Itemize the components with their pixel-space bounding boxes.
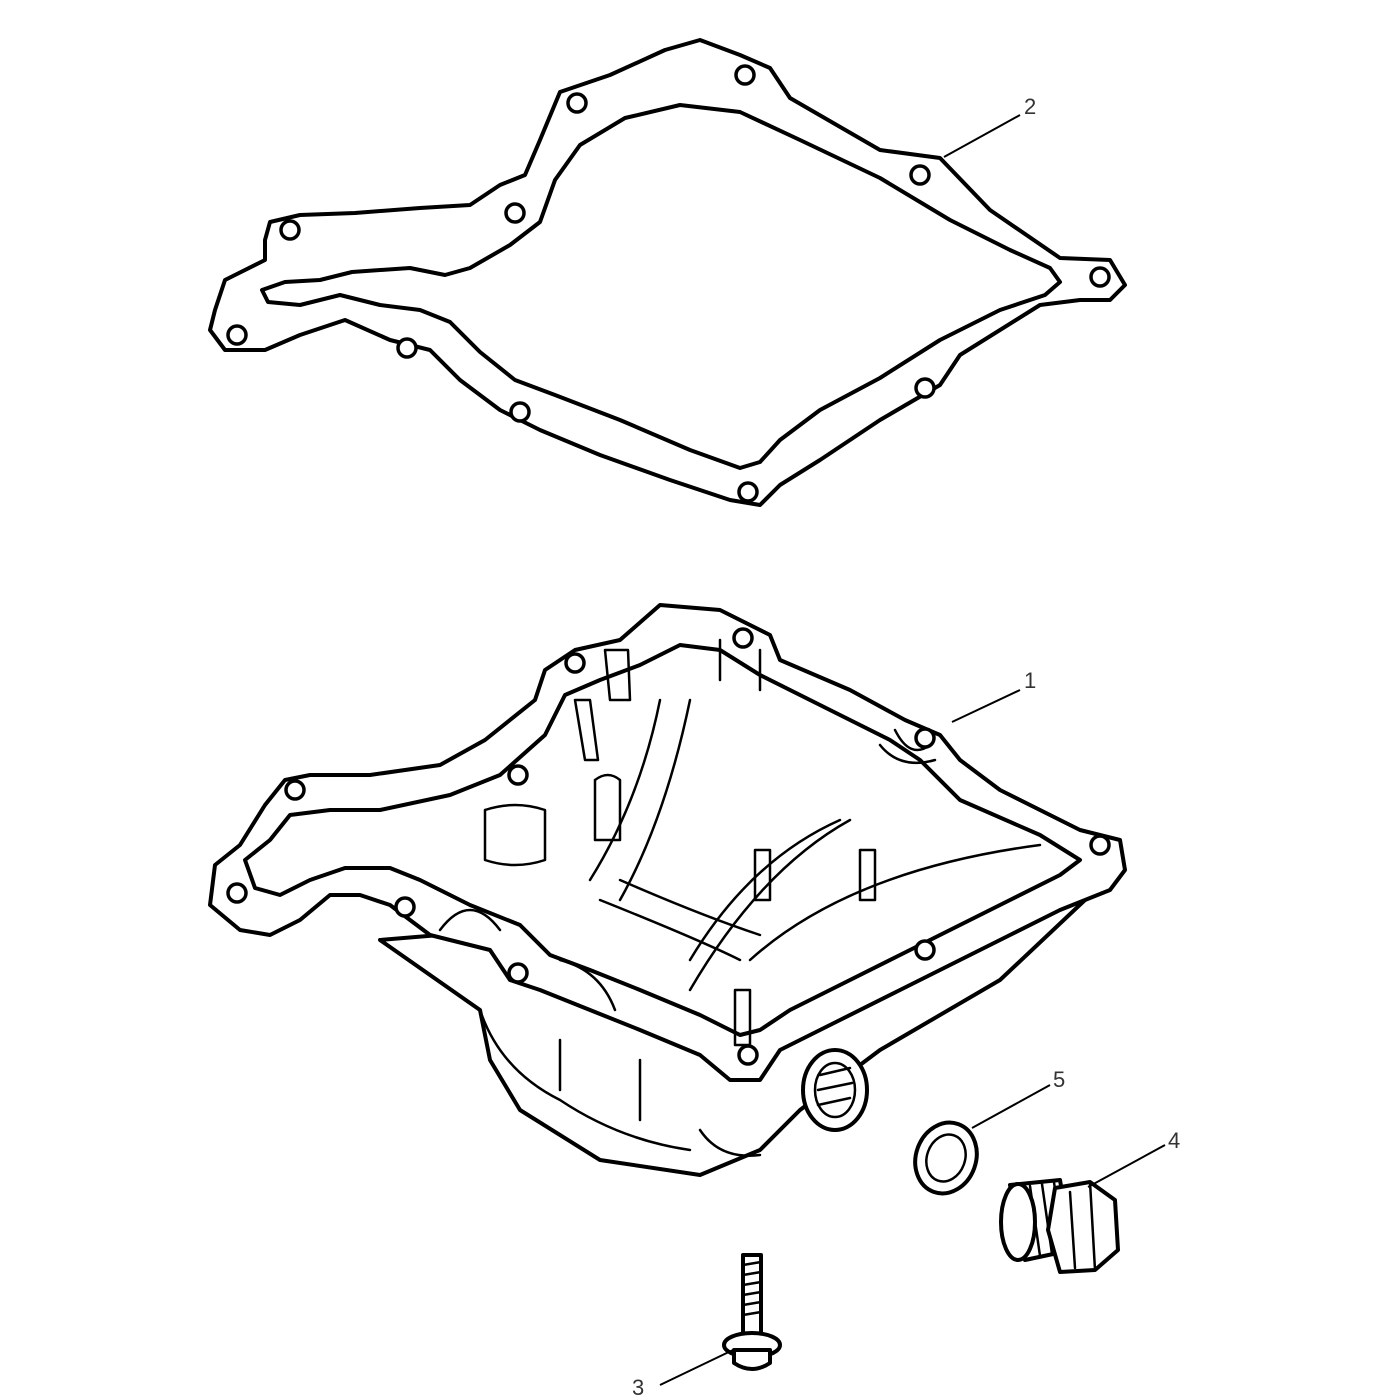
callout-group-4: 4 bbox=[1087, 1128, 1180, 1188]
callout-label-3: 3 bbox=[632, 1375, 644, 1400]
callout-group-5: 5 bbox=[971, 1067, 1065, 1129]
bolt-part-3 bbox=[722, 1253, 782, 1371]
leader-line-4 bbox=[1087, 1144, 1166, 1188]
sealing-washer-part-5 bbox=[913, 1120, 979, 1196]
callout-group-1: 1 bbox=[951, 668, 1036, 723]
drain-plug-part-4 bbox=[999, 1178, 1120, 1274]
leader-line-1 bbox=[951, 689, 1021, 723]
leader-line-3 bbox=[659, 1349, 734, 1386]
gasket-bolt-holes bbox=[226, 64, 1111, 503]
oil-pan-part-1 bbox=[208, 603, 1127, 1177]
gasket-inner-outline bbox=[260, 103, 1062, 470]
callout-label-5: 5 bbox=[1053, 1067, 1065, 1092]
gasket-part-2 bbox=[208, 38, 1127, 507]
leader-line-2 bbox=[943, 114, 1021, 158]
oil-pan-bolt-holes bbox=[226, 627, 1111, 1066]
callout-label-1: 1 bbox=[1024, 668, 1036, 693]
oil-pan-drain-boss bbox=[801, 1048, 869, 1132]
oil-pan-sump-contour bbox=[478, 1008, 762, 1157]
callout-group-3: 3 bbox=[632, 1349, 734, 1400]
oil-pan-flange-inner bbox=[243, 643, 1082, 1037]
leader-line-5 bbox=[971, 1084, 1051, 1129]
oil-pan-internal-ribs bbox=[438, 638, 1042, 1047]
callout-label-2: 2 bbox=[1024, 94, 1036, 119]
callout-label-4: 4 bbox=[1168, 1128, 1180, 1153]
callout-group-2: 2 bbox=[943, 94, 1036, 158]
